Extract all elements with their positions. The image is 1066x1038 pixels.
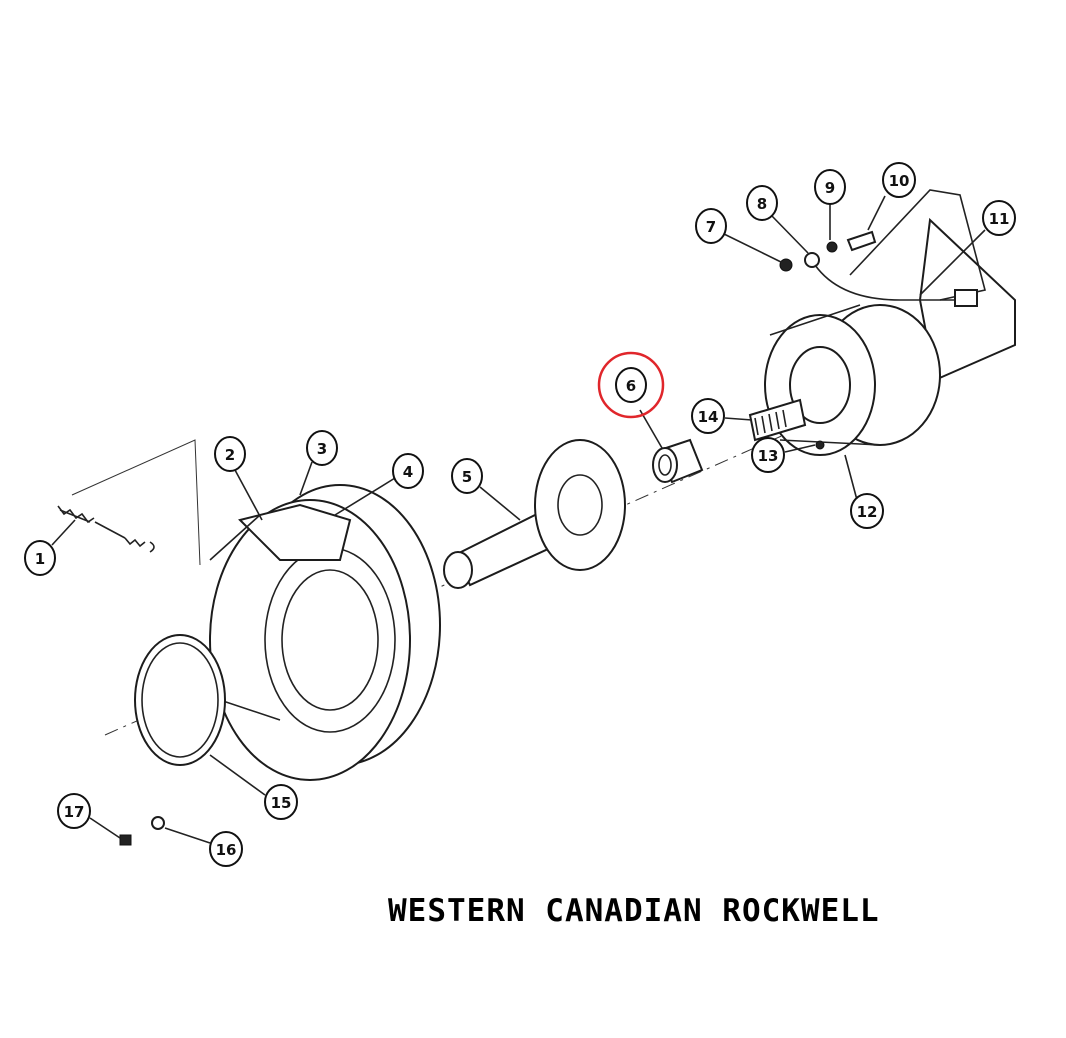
dust-shield-ring (134, 634, 226, 766)
svg-text:8: 8 (757, 195, 767, 213)
callout-4: 4 (392, 453, 424, 489)
callout-14: 14 (691, 398, 725, 434)
callout-11: 11 (982, 200, 1016, 236)
svg-text:14: 14 (698, 408, 719, 426)
small-hardware (119, 230, 978, 846)
callout-7: 7 (695, 208, 727, 244)
callout-1: 1 (24, 540, 56, 576)
hub-assembly (764, 304, 941, 456)
svg-text:17: 17 (64, 803, 85, 821)
svg-text:6: 6 (626, 377, 636, 395)
svg-text:1: 1 (35, 550, 45, 568)
svg-text:3: 3 (317, 440, 327, 458)
brand-title: WESTERN CANADIAN ROCKWELL (388, 893, 880, 929)
brake-shoe-assembly (209, 503, 352, 721)
return-spring (57, 439, 201, 566)
svg-text:7: 7 (706, 218, 716, 236)
svg-text:15: 15 (271, 794, 292, 812)
spindle (748, 398, 807, 442)
leader-lines (51, 195, 986, 844)
callout-10: 10 (882, 162, 916, 198)
svg-text:4: 4 (403, 463, 413, 481)
callout-9: 9 (814, 169, 846, 205)
svg-text:11: 11 (989, 210, 1010, 228)
callout-2: 2 (214, 436, 246, 472)
callout-15: 15 (264, 784, 298, 820)
svg-text:2: 2 (225, 446, 235, 464)
callout-13: 13 (751, 437, 785, 473)
svg-text:12: 12 (857, 503, 878, 521)
highlight-ring (597, 351, 665, 419)
svg-text:10: 10 (889, 172, 910, 190)
callouts: 1 2 3 4 5 6 7 8 9 10 11 12 13 14 15 16 1… (24, 162, 1016, 867)
svg-text:5: 5 (462, 468, 472, 486)
svg-text:16: 16 (216, 841, 237, 859)
svg-text:13: 13 (758, 447, 779, 465)
svg-text:9: 9 (825, 179, 835, 197)
callout-17: 17 (57, 793, 91, 829)
callout-5: 5 (451, 458, 483, 494)
callout-12: 12 (850, 493, 884, 529)
callout-8: 8 (746, 185, 778, 221)
callout-6: 6 (615, 367, 647, 403)
callout-16: 16 (209, 831, 243, 867)
axle-shaft (443, 439, 626, 589)
spacer-sleeve (652, 438, 704, 484)
callout-3: 3 (306, 430, 338, 466)
